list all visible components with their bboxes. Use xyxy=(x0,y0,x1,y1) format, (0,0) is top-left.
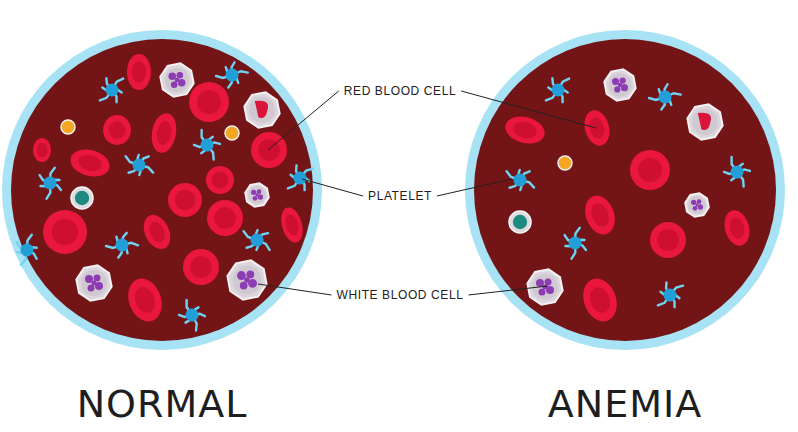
sample-illustration xyxy=(465,30,785,350)
platelet xyxy=(559,226,591,259)
platelet xyxy=(11,234,43,266)
red-blood-cell xyxy=(721,208,753,249)
part-label: PLATELET xyxy=(368,189,432,203)
sample-title: ANEMIA xyxy=(465,382,785,426)
red-blood-cell xyxy=(581,108,613,149)
red-blood-cell xyxy=(43,210,87,254)
red-blood-cell xyxy=(67,145,112,180)
leader-line xyxy=(258,284,332,295)
part-label: RED BLOOD CELL xyxy=(344,84,456,98)
red-blood-cell xyxy=(207,200,243,236)
leader-line xyxy=(302,179,363,196)
red-blood-cell xyxy=(577,274,622,326)
platelet xyxy=(546,78,569,102)
platelet xyxy=(505,165,534,194)
platelet xyxy=(722,156,753,186)
white-blood-cell xyxy=(227,260,266,299)
red-blood-cell xyxy=(278,205,307,245)
platelet xyxy=(243,227,271,254)
red-blood-cell xyxy=(206,166,234,194)
small-cell xyxy=(558,156,572,170)
blood-sample-circle: NORMAL xyxy=(2,30,322,432)
white-blood-cell xyxy=(76,265,111,300)
red-blood-cell xyxy=(149,111,180,155)
white-blood-cell xyxy=(687,104,722,139)
platelet xyxy=(176,300,208,331)
platelet xyxy=(192,129,223,159)
red-blood-cell xyxy=(139,211,176,254)
platelet xyxy=(658,282,683,308)
red-blood-cell xyxy=(189,82,229,122)
platelet xyxy=(124,150,153,179)
sample-ring xyxy=(2,30,322,350)
small-cell xyxy=(225,126,239,140)
platelet xyxy=(34,166,66,199)
leader-line xyxy=(461,91,596,128)
platelet xyxy=(106,228,139,261)
leader-line xyxy=(268,91,339,150)
red-blood-cell xyxy=(168,183,202,217)
white-blood-cell xyxy=(245,183,269,207)
plasma xyxy=(474,39,776,341)
red-blood-cell xyxy=(650,222,686,258)
monocyte-cell xyxy=(71,187,93,209)
red-blood-cell xyxy=(103,115,131,145)
white-blood-cell xyxy=(244,92,279,127)
platelet xyxy=(288,165,313,191)
small-cell xyxy=(61,120,75,134)
platelet xyxy=(100,78,123,102)
white-blood-cell xyxy=(160,63,193,96)
platelet xyxy=(215,58,248,91)
red-blood-cell xyxy=(33,138,51,162)
red-blood-cell xyxy=(183,249,219,285)
sample-illustration xyxy=(2,30,322,350)
leader-line xyxy=(437,179,512,196)
white-blood-cell xyxy=(527,269,562,304)
red-blood-cell xyxy=(630,150,670,190)
red-blood-cell xyxy=(127,54,151,90)
platelet xyxy=(648,80,681,113)
red-blood-cell xyxy=(502,112,547,147)
plasma xyxy=(11,39,313,341)
sample-title: NORMAL xyxy=(2,382,322,426)
white-blood-cell xyxy=(604,69,635,100)
red-blood-cell xyxy=(251,132,287,168)
leader-line xyxy=(468,286,548,295)
white-blood-cell xyxy=(685,193,709,217)
red-blood-cell xyxy=(580,191,620,238)
red-blood-cell xyxy=(122,274,167,326)
sample-ring xyxy=(465,30,785,350)
blood-sample-circle: ANEMIA xyxy=(465,30,785,432)
part-label: WHITE BLOOD CELL xyxy=(337,288,464,302)
monocyte-cell xyxy=(509,211,531,233)
